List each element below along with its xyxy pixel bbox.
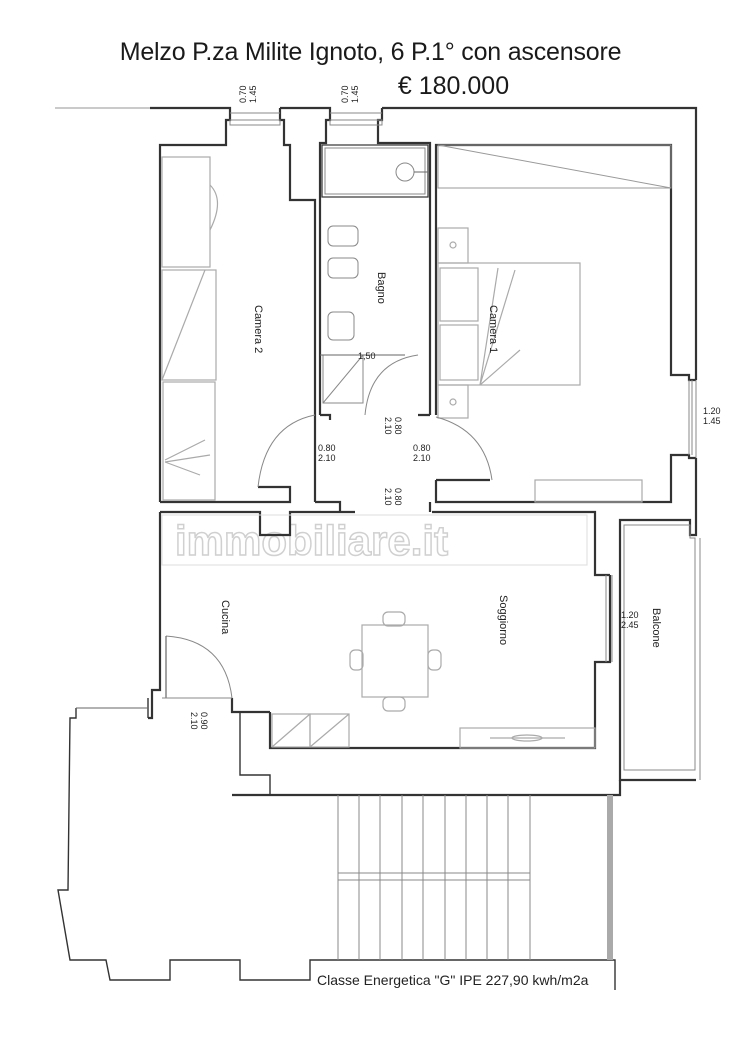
single-bed [162,381,216,501]
energy-class-label: Classe Energetica "G" IPE 227,90 kwh/m2a [317,972,589,988]
dim-door-camera1-w: 0.80 [413,443,431,453]
dim-window-soggiorno-h: 2.45 [621,620,639,630]
listing-title: Melzo P.za Milite Ignoto, 6 P.1° con asc… [119,38,622,66]
dim-window-camera1-h: 1.45 [703,416,721,426]
kitchen-counter [161,514,588,566]
bagno-width-label: 1,50 [358,351,376,361]
watermark: immobiliare.it [174,516,449,565]
dim-door-camera1-h: 2.10 [413,453,431,463]
camera2-furniture [161,156,219,501]
dim-door-bagno-w: 0.80 [393,417,403,435]
dim-window-bagno-w: 0.70 [340,85,350,103]
tv-cabinet [459,727,596,749]
balcone [623,524,701,780]
living-area-walls [148,510,622,797]
dim-door-soggiorno-h: 2.10 [383,488,393,506]
wardrobe [161,156,211,268]
corridor-doors [160,414,493,512]
dim-door-ingresso-h: 2.10 [189,712,199,730]
room-label-camera1: Camera 1 [487,305,499,353]
dim-window-soggiorno-w: 1.20 [621,610,639,620]
dining-table [361,624,429,698]
desk [161,269,217,381]
nightstand-top [437,227,469,264]
room-label-bagno: Bagno [375,272,387,304]
stairwell [57,698,616,990]
chair-bottom [382,696,406,712]
dim-window-camera2-w: 0.70 [238,85,248,103]
bagno: 1,50 [320,144,430,420]
dim-door-soggiorno-w: 0.80 [393,488,403,506]
nightstand-bottom [437,384,469,419]
camera1-walls [434,143,698,782]
dim-door-camera2-h: 2.10 [318,453,336,463]
shower-drain [395,162,415,182]
railing [607,795,613,960]
chair-top [382,611,406,627]
bidet [327,225,359,247]
dim-window-camera2-h: 1.45 [248,85,258,103]
sink [327,311,355,341]
dim-window-bagno-h: 1.45 [350,85,360,103]
living-furniture [161,514,596,749]
chair-right [427,649,442,671]
camera1-furniture [437,144,672,503]
dim-door-ingresso-w: 0.90 [199,712,209,730]
dresser [534,479,643,503]
top-wall [150,106,698,502]
listing-price: € 180.000 [397,72,510,100]
stair-steps [337,795,531,960]
watermark-text: immobiliare.it [175,517,448,564]
room-label-cucina: Cucina [219,600,231,635]
dim-door-camera2-w: 0.80 [318,443,336,453]
dim-door-bagno-h: 2.10 [383,417,393,435]
room-label-camera2: Camera 2 [252,305,264,353]
dim-window-camera1-w: 1.20 [703,406,721,416]
chair-left [349,649,364,671]
room-label-soggiorno: Soggiorno [497,595,509,645]
toilet [327,257,359,279]
dimension-labels: 0.70 1.45 0.70 1.45 1.20 1.45 0.80 2.10 … [189,85,721,729]
double-bed [437,262,581,386]
room-label-balcone: Balcone [650,608,662,648]
